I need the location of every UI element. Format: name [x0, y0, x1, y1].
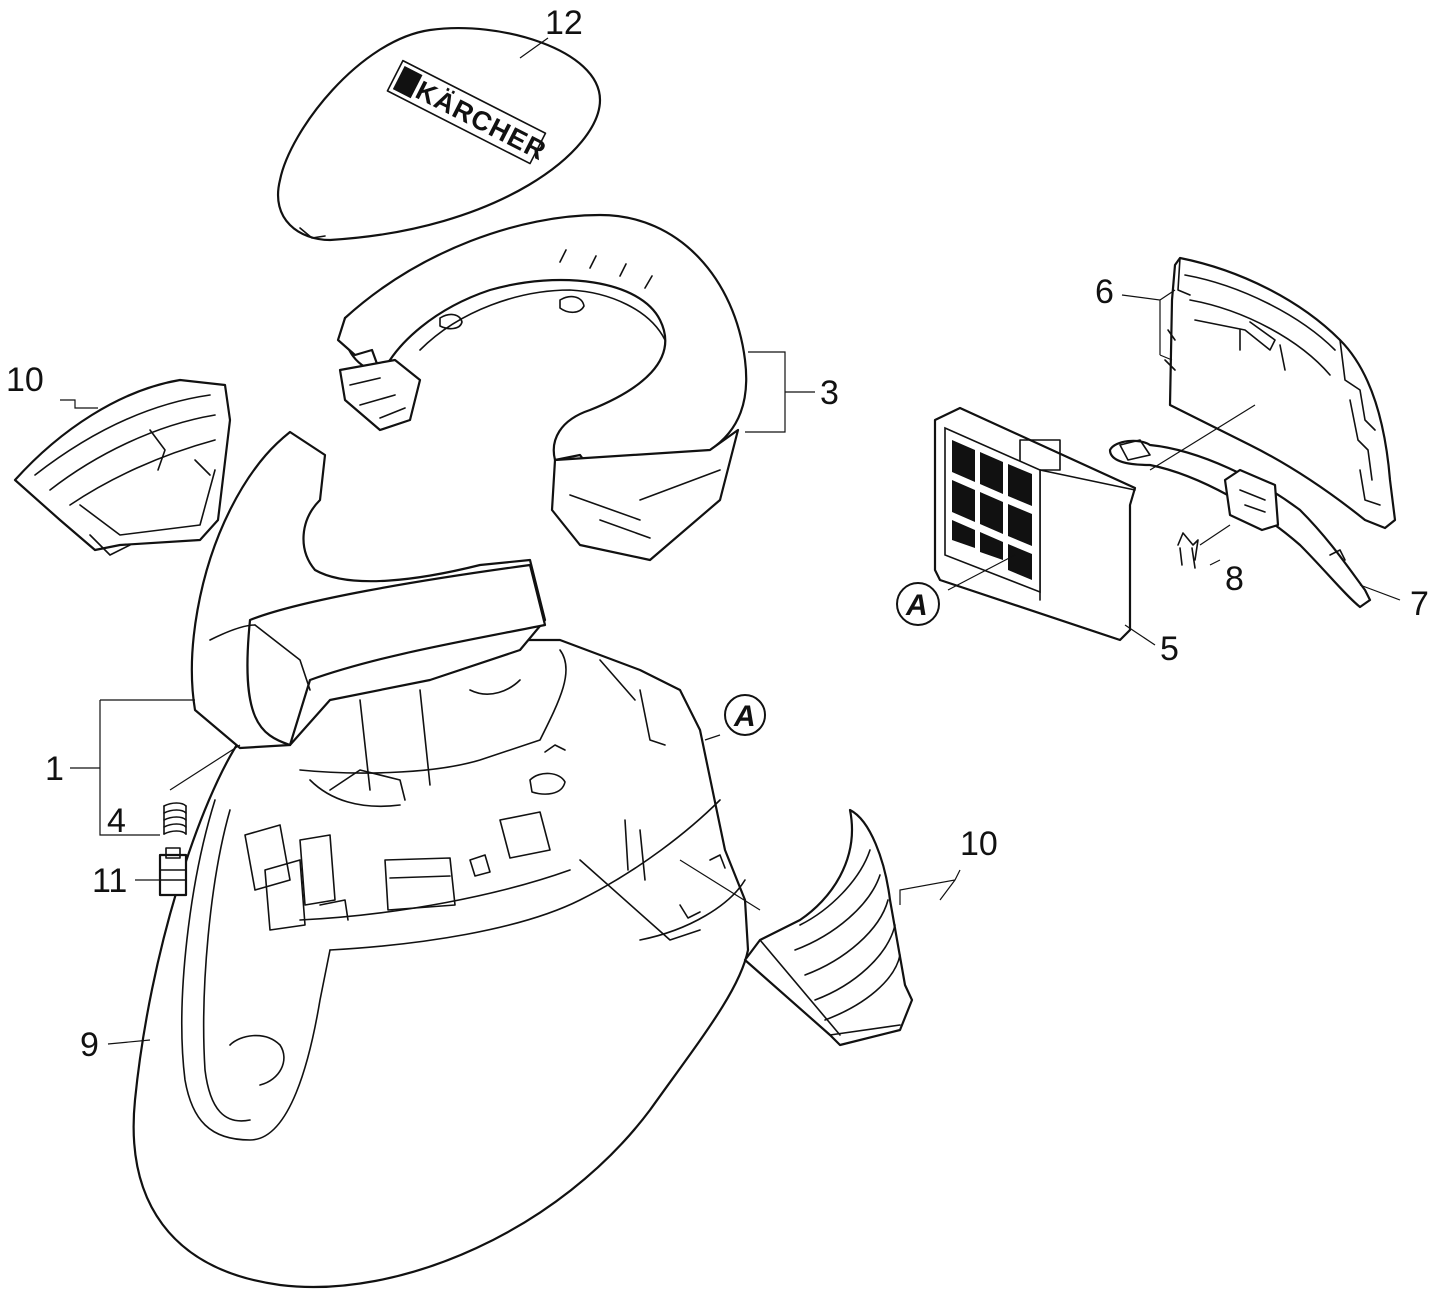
callout-4: 4 — [107, 802, 126, 840]
part-5-filter-cartridge — [933, 406, 1137, 642]
part-12-top-cover: KÄRCHER — [277, 26, 602, 242]
part-11-clip — [158, 847, 188, 897]
callout-7: 7 — [1410, 585, 1429, 623]
callout-5: 5 — [1160, 630, 1179, 668]
callout-12: 12 — [545, 4, 583, 42]
part-10-right-front-grille — [743, 808, 914, 1047]
part-1-upper-shell — [190, 430, 567, 808]
part-4-spring — [163, 802, 187, 835]
part-6-filter-cover — [1164, 256, 1397, 530]
reference-mark-a-main-letter: A — [733, 700, 756, 733]
part-9-main-housing — [132, 638, 750, 1289]
callout-10-right: 10 — [960, 825, 998, 863]
reference-mark-a-filter-letter: A — [905, 589, 928, 622]
callout-11: 11 — [92, 862, 127, 900]
callout-3: 3 — [820, 374, 839, 412]
callout-6: 6 — [1095, 273, 1114, 311]
part-3-handle-frame — [336, 213, 748, 562]
reference-mark-a-filter: A — [896, 582, 940, 626]
callout-labels: 12 3 6 10 1 4 11 9 5 8 7 10 — [6, 4, 1429, 1064]
reference-mark-a-main: A — [724, 694, 766, 736]
leader-lines — [60, 37, 1401, 1045]
part-7-latch-bar — [1108, 439, 1372, 609]
part-10-left-side-grille — [13, 378, 232, 556]
callout-8: 8 — [1225, 560, 1244, 598]
callout-10-left: 10 — [6, 361, 44, 399]
part-8-small-clip — [1177, 532, 1199, 569]
filter-mesh — [944, 426, 1041, 594]
callout-1: 1 — [45, 750, 64, 788]
callout-9: 9 — [80, 1026, 99, 1064]
